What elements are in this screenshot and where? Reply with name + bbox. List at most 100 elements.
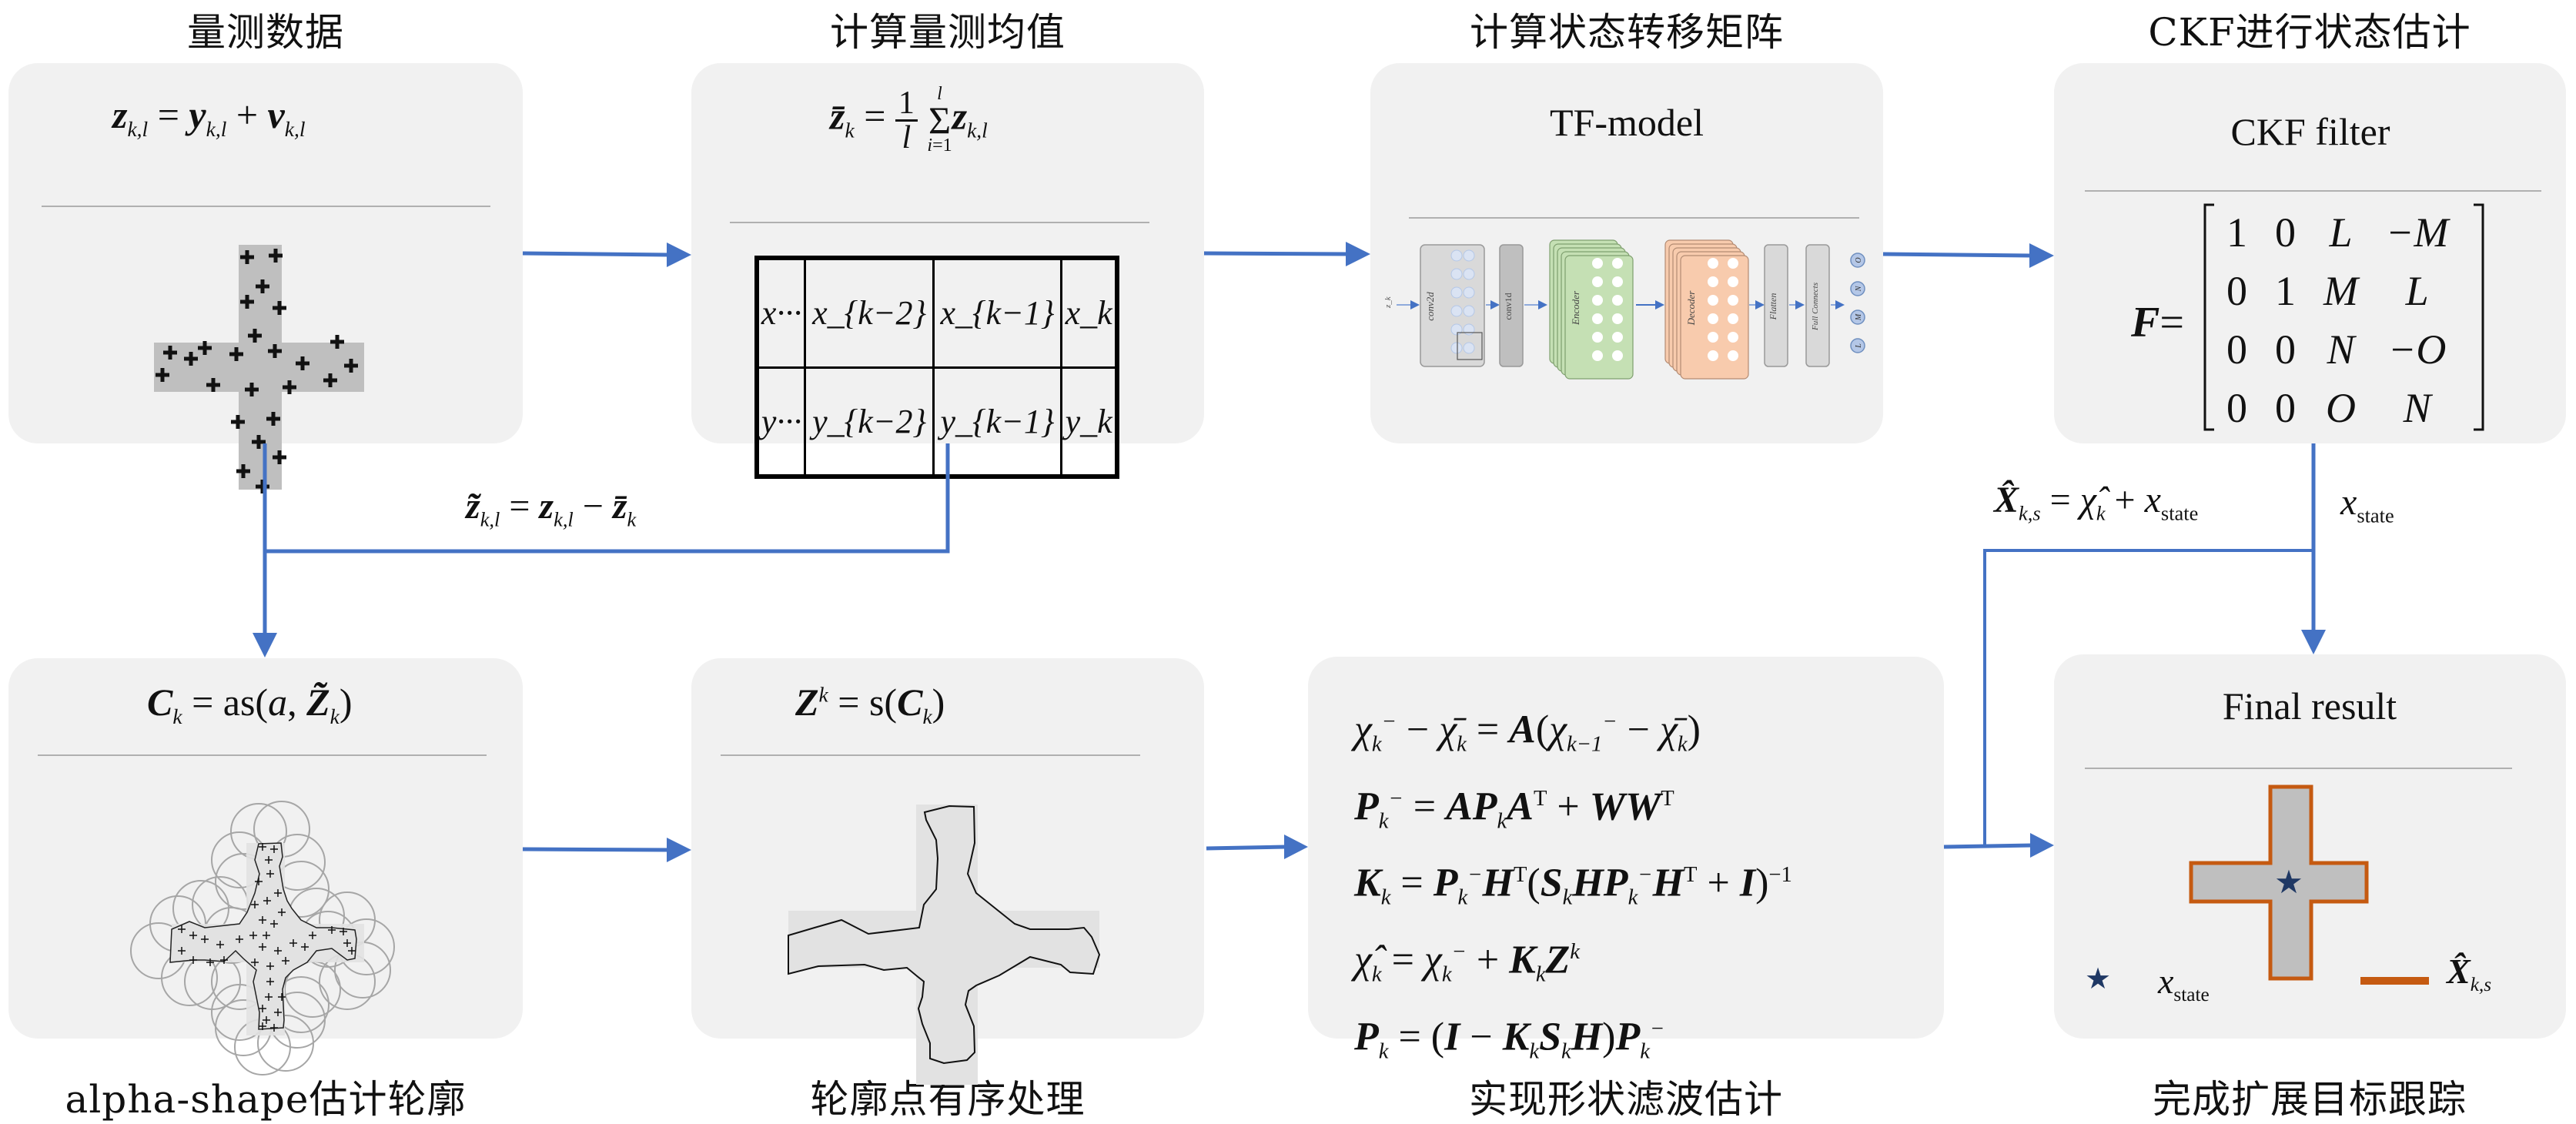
step-label-transition: 计算状态转移矩阵 [1470,10,1784,55]
output-label: L [1855,343,1863,349]
measurement-point [268,344,282,358]
divider [1409,217,1859,219]
step-label-final: 完成扩展目标跟踪 [2153,1077,2467,1122]
measurement-point [323,373,337,387]
encoder-label: Encoder [1570,290,1581,326]
conv2d-node [1463,305,1475,317]
table-row: x··· x_{k−2} x_{k−1} x_k [755,256,1119,369]
ordering-formula: Zk = s(Ck) [795,681,945,728]
neuron [1708,295,1718,306]
conv1d-layer: conv1d [1499,244,1524,367]
alpha-shape-panel: Ck = as(a, Z̃k) [8,658,523,1075]
step-label-shape-filter: 实现形状滤波估计 [1469,1077,1783,1122]
arrow-measurement-to-mean [522,251,669,257]
alpha-point [265,856,273,864]
residual-formula: z̃k,l = zk,l − z̄k [466,486,637,531]
table-cell: x_k [1060,256,1119,369]
arrow-tf-to-ckf [1882,252,2032,258]
neuron [1612,276,1623,287]
arrowhead [667,838,691,862]
measurement-point [206,378,220,392]
alpha-point [266,870,274,878]
output-node [1850,338,1865,353]
alpha-point [189,956,197,964]
tf-model-panel: TF-model z_k conv2d conv1d Encoder Decod… [1370,63,1883,443]
alpha-point [266,962,274,970]
alpha-point [278,993,286,1001]
alpha-point [220,956,228,964]
alpha-shape-formula: Ck = as(a, Z̃k) [147,681,353,728]
combine-formula: X̂k,s = χ̂k + xstate [1994,480,2199,525]
alpha-point [270,845,278,853]
alpha-point [189,932,197,939]
alpha-point [178,925,186,933]
matrix-cell: 0 [2275,209,2296,256]
divider [42,206,490,207]
neuron [1728,295,1738,306]
output-node [1850,281,1865,296]
measurement-point [198,341,212,355]
measurement-point [229,347,243,361]
alpha-point [274,947,282,955]
flatten-label: Flatten [1768,293,1778,321]
ordering-panel: Zk = s(Ck) [691,658,1204,1085]
neuron [1728,350,1738,361]
alpha-point [348,947,356,955]
equation-gain: Kk = Pk−HT(SkHPk−HT + I)−1 [1354,861,1792,911]
arrow-mean-to-tf [1203,251,1348,256]
step-label-alpha-shape: alpha-shape估计轮廓 [65,1077,467,1122]
measurement-point [163,346,177,360]
alpha-point [259,1005,266,1012]
output-label: O [1855,257,1863,263]
divider [721,754,1140,756]
neuron [1728,313,1738,324]
neuron [1708,350,1718,361]
equation-covariance-prediction: Pk− = APkAT + WWT [1354,784,1674,834]
conv2d-label: conv2d [1424,292,1436,321]
matrix-lhs: F= [2131,299,2184,346]
table-row: y··· y_{k−2} y_{k−1} y_k [755,366,1119,478]
alpha-point [259,1022,266,1030]
alpha-point [265,993,273,1001]
neuron [1612,313,1623,324]
step-label-ckf: CKF进行状态估计 [2148,10,2471,55]
full-connects-layer: Full Connects [1805,244,1830,367]
arrowhead [667,243,691,267]
shape-filter-equations: χk− − χ̄k = A(χk−1− − χ̄k) Pk− = APkAT +… [1354,695,1792,1079]
divider [2085,190,2541,192]
measurement-point [283,380,296,394]
legend-estimate-label: X̂k,s [2447,952,2492,996]
step-label-measurement: 量测数据 [187,10,344,55]
measurement-point [266,412,280,426]
alpha-point [309,932,316,939]
neuron [1708,258,1718,269]
alpha-point [289,939,297,947]
matrix-name: F [2131,299,2160,346]
output-label: M [1855,313,1863,321]
decoder-label: Decoder [1685,290,1697,326]
alpha-point [270,920,278,928]
neuron [1592,258,1603,269]
mean-panel: z̄k = 1 l l Σ i=1 zk,l x··· x_{k−2} x_{k… [691,63,1204,479]
measurement-point [236,464,250,478]
conv2d-node [1463,268,1475,280]
neuron [1728,276,1738,287]
matrix-cell: 0 [2275,326,2296,373]
cross-shape [154,245,364,490]
neuron [1592,350,1603,361]
matrix-cell: 0 [2275,385,2296,431]
ordered-contour-plot [788,805,1101,1085]
matrix-cell: L [2405,268,2429,314]
output-node [1850,309,1865,325]
neuron [1612,295,1623,306]
matrix-cell: 0 [2226,385,2247,431]
matrix-cell: N [2403,385,2431,431]
alpha-point [251,958,259,966]
arrow-alpha-to-ordering [522,847,669,852]
alpha-point [251,901,259,908]
flatten-layer: Flatten [1764,244,1788,367]
conv2d-node [1450,286,1463,299]
table-cell: x_{k−2} [804,256,935,369]
